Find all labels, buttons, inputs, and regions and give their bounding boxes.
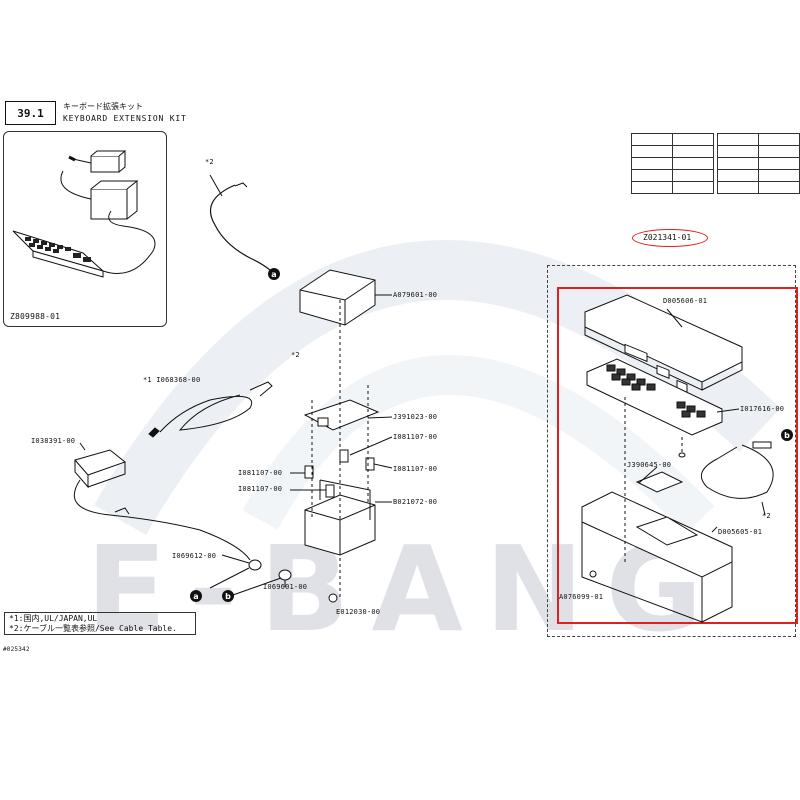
keyboard-exploded-drawing bbox=[581, 294, 774, 623]
inset-part-number: Z809988-01 bbox=[10, 312, 61, 321]
callout-a076099: A076099-01 bbox=[559, 593, 604, 601]
note-line-2: *2:ケーブル一覧表参照/See Cable Table. bbox=[9, 624, 177, 633]
title-japanese: キーボード拡張キット bbox=[63, 102, 143, 111]
connection-marker-a-top: a bbox=[268, 268, 280, 280]
callout-i081107-4: I081107-00 bbox=[238, 485, 283, 493]
callout-b021072: B021072-00 bbox=[393, 498, 438, 506]
callout-star2-mid: *2 bbox=[291, 351, 300, 359]
callout-d005606: D005606-01 bbox=[663, 297, 708, 305]
inset-keyboard-illustration bbox=[12, 150, 156, 278]
callout-e012030: E012030-00 bbox=[336, 608, 381, 616]
figure-id: #025342 bbox=[3, 646, 30, 653]
callout-i068368: *1 I068368-00 bbox=[143, 376, 201, 384]
callout-i017616: I017616-00 bbox=[740, 405, 785, 413]
callout-star2-top: *2 bbox=[205, 158, 214, 166]
cable-table bbox=[631, 133, 800, 194]
kit-number-callout: Z021341-01 bbox=[643, 233, 692, 242]
inset-overview-panel bbox=[3, 131, 167, 327]
callout-a079601: A079601-00 bbox=[393, 291, 438, 299]
watermark-text: E-BANG bbox=[86, 520, 725, 658]
section-number: 39.1 bbox=[17, 106, 44, 120]
callout-i081107-2: I081107-00 bbox=[393, 465, 438, 473]
note-line-1: *1:国内,UL/JAPAN,UL bbox=[9, 614, 98, 623]
callout-i081107-3: I081107-00 bbox=[238, 469, 283, 477]
section-number-box: 39.1 bbox=[5, 101, 56, 125]
highlight-red-oval bbox=[632, 229, 708, 247]
kit-dashed-frame bbox=[547, 265, 796, 637]
highlight-red-frame bbox=[557, 287, 798, 624]
callout-j390645: J390645-00 bbox=[627, 461, 672, 469]
connection-marker-a-bottom: a bbox=[190, 590, 202, 602]
title-english: KEYBOARD EXTENSION KIT bbox=[63, 114, 187, 123]
callout-i069612: I069612-00 bbox=[172, 552, 217, 560]
connection-marker-b-bottom: b bbox=[222, 590, 234, 602]
callout-j391023: J391023-00 bbox=[393, 413, 438, 421]
connection-marker-b-right: b bbox=[781, 429, 793, 441]
callout-d005605: D005605-01 bbox=[718, 528, 763, 536]
callout-i069601: I069601-00 bbox=[263, 583, 308, 591]
notes-box: *1:国内,UL/JAPAN,UL *2:ケーブル一覧表参照/See Cable… bbox=[4, 612, 196, 635]
callout-i081107-1: I081107-00 bbox=[393, 433, 438, 441]
callout-i038391: I038391-00 bbox=[31, 437, 76, 445]
callout-star2-right: *2 bbox=[762, 512, 771, 520]
